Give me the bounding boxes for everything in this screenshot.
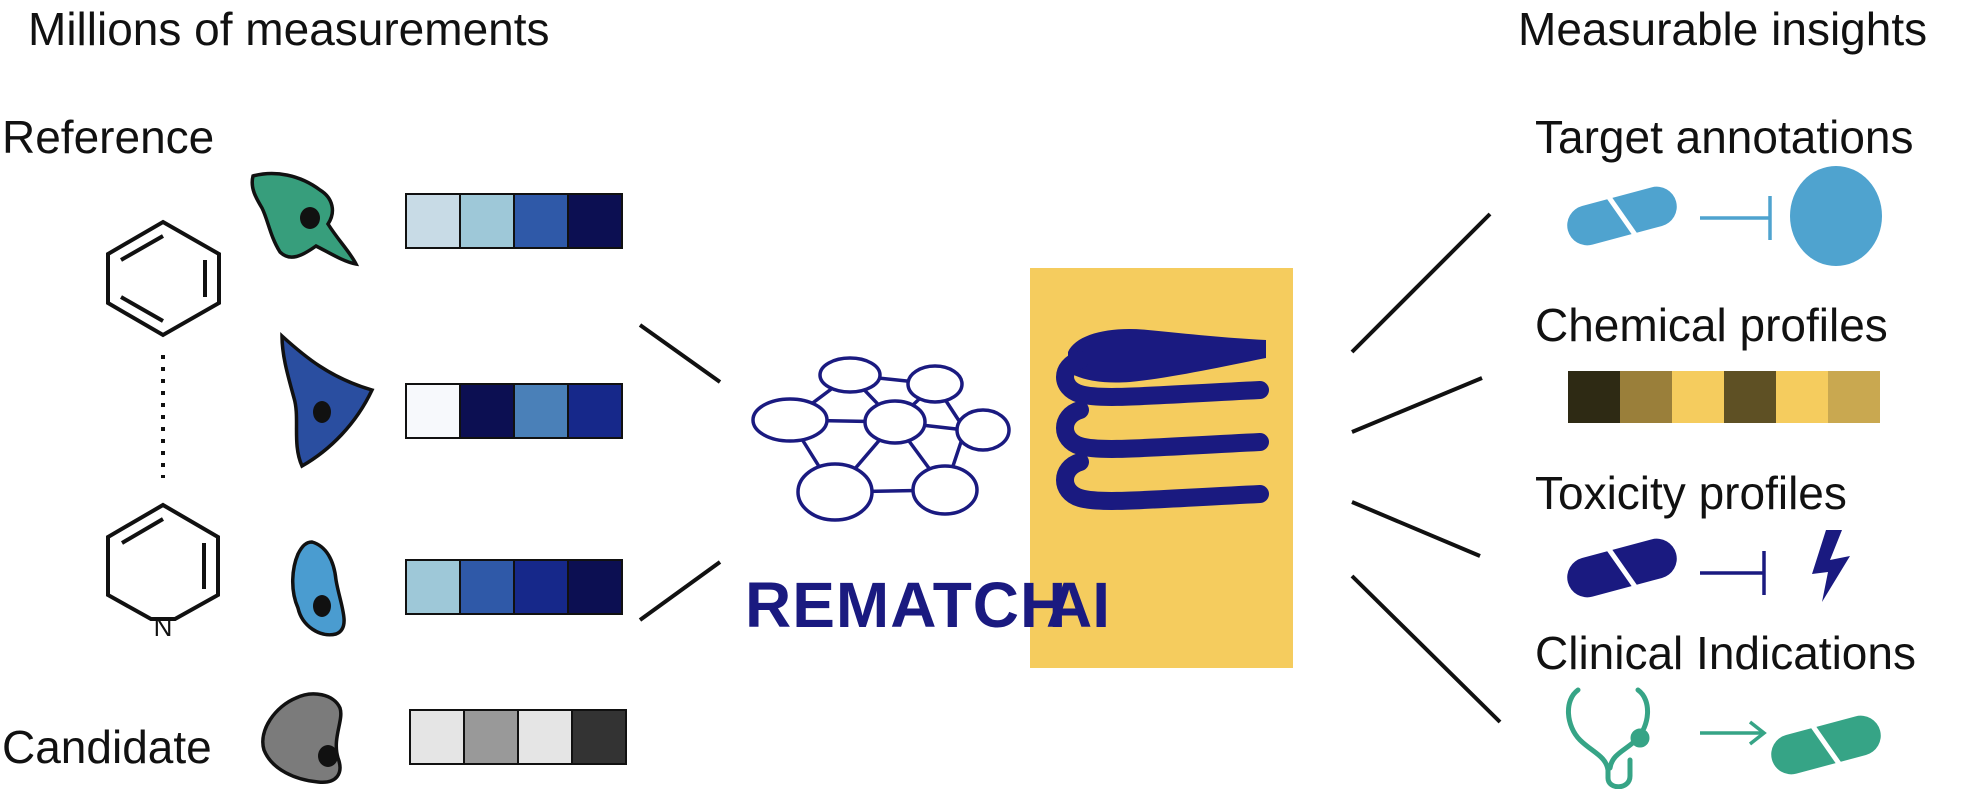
profile-swatch — [515, 195, 569, 247]
profile-reference-2 — [405, 383, 623, 439]
brand-word-rematch: REMATCH — [745, 569, 1068, 641]
connector-line-right-1 — [1350, 212, 1492, 354]
connector-line-right-2 — [1351, 376, 1483, 434]
profile-swatch — [1776, 371, 1828, 423]
profile-swatch — [461, 385, 515, 437]
arrow-right-icon — [1700, 720, 1767, 746]
profile-swatch — [407, 385, 461, 437]
profile-chemical — [1568, 371, 1880, 423]
insight-label-clinical: Clinical Indications — [1535, 627, 1916, 679]
profile-swatch — [407, 195, 461, 247]
profile-reference-1 — [405, 193, 623, 249]
profile-swatch — [515, 385, 569, 437]
profile-swatch — [569, 385, 621, 437]
profile-swatch — [461, 195, 515, 247]
profile-candidate — [409, 709, 627, 765]
cell-icon-green — [250, 171, 360, 267]
cell-icon-blue-light — [291, 540, 346, 637]
profile-swatch — [407, 561, 461, 613]
profile-reference-3 — [405, 559, 623, 615]
profile-swatch — [1828, 371, 1880, 423]
profile-swatch — [519, 711, 573, 763]
profile-swatch — [515, 561, 569, 613]
profile-swatch — [1724, 371, 1776, 423]
profile-swatch — [411, 711, 465, 763]
right-header: Measurable insights — [1518, 3, 1928, 55]
pill-icon-target — [1567, 186, 1677, 246]
inhibit-arrow-icon-toxicity — [1700, 551, 1766, 595]
profile-swatch — [461, 561, 515, 613]
profile-swatch — [465, 711, 519, 763]
profile-swatch — [1568, 371, 1620, 423]
pyridine-icon — [106, 502, 220, 621]
cell-icon-blue-dark — [280, 332, 375, 469]
profile-swatch — [1620, 371, 1672, 423]
profile-swatch — [569, 195, 621, 247]
books-icon — [1056, 328, 1269, 510]
profile-swatch — [1672, 371, 1724, 423]
insight-label-target: Target annotations — [1535, 111, 1914, 163]
brand-word-ai: AI — [1046, 569, 1110, 641]
left-header: Millions of measurements — [28, 3, 550, 55]
connector-line-left-bottom — [638, 560, 722, 622]
insight-label-toxicity: Toxicity profiles — [1535, 467, 1847, 519]
network-icon — [751, 356, 1011, 522]
profile-swatch — [569, 561, 621, 613]
stethoscope-icon — [1566, 687, 1650, 789]
cell-icon-gray — [261, 692, 343, 784]
circle-target-icon — [1790, 166, 1882, 266]
insight-label-chemical: Chemical profiles — [1535, 299, 1888, 351]
reference-label: Reference — [2, 111, 215, 163]
inhibit-arrow-icon-target — [1700, 196, 1772, 240]
benzene-icon — [106, 219, 221, 338]
pyridine-n-label: N — [154, 612, 173, 642]
pill-icon-clinical — [1771, 715, 1881, 775]
lightning-icon — [1812, 530, 1850, 602]
connector-line-right-3 — [1351, 500, 1481, 558]
pill-icon-toxicity — [1567, 538, 1677, 598]
candidate-label: Candidate — [2, 721, 212, 773]
profile-swatch — [573, 711, 625, 763]
connector-line-right-4 — [1350, 574, 1502, 724]
connector-line-left-top — [638, 323, 722, 384]
